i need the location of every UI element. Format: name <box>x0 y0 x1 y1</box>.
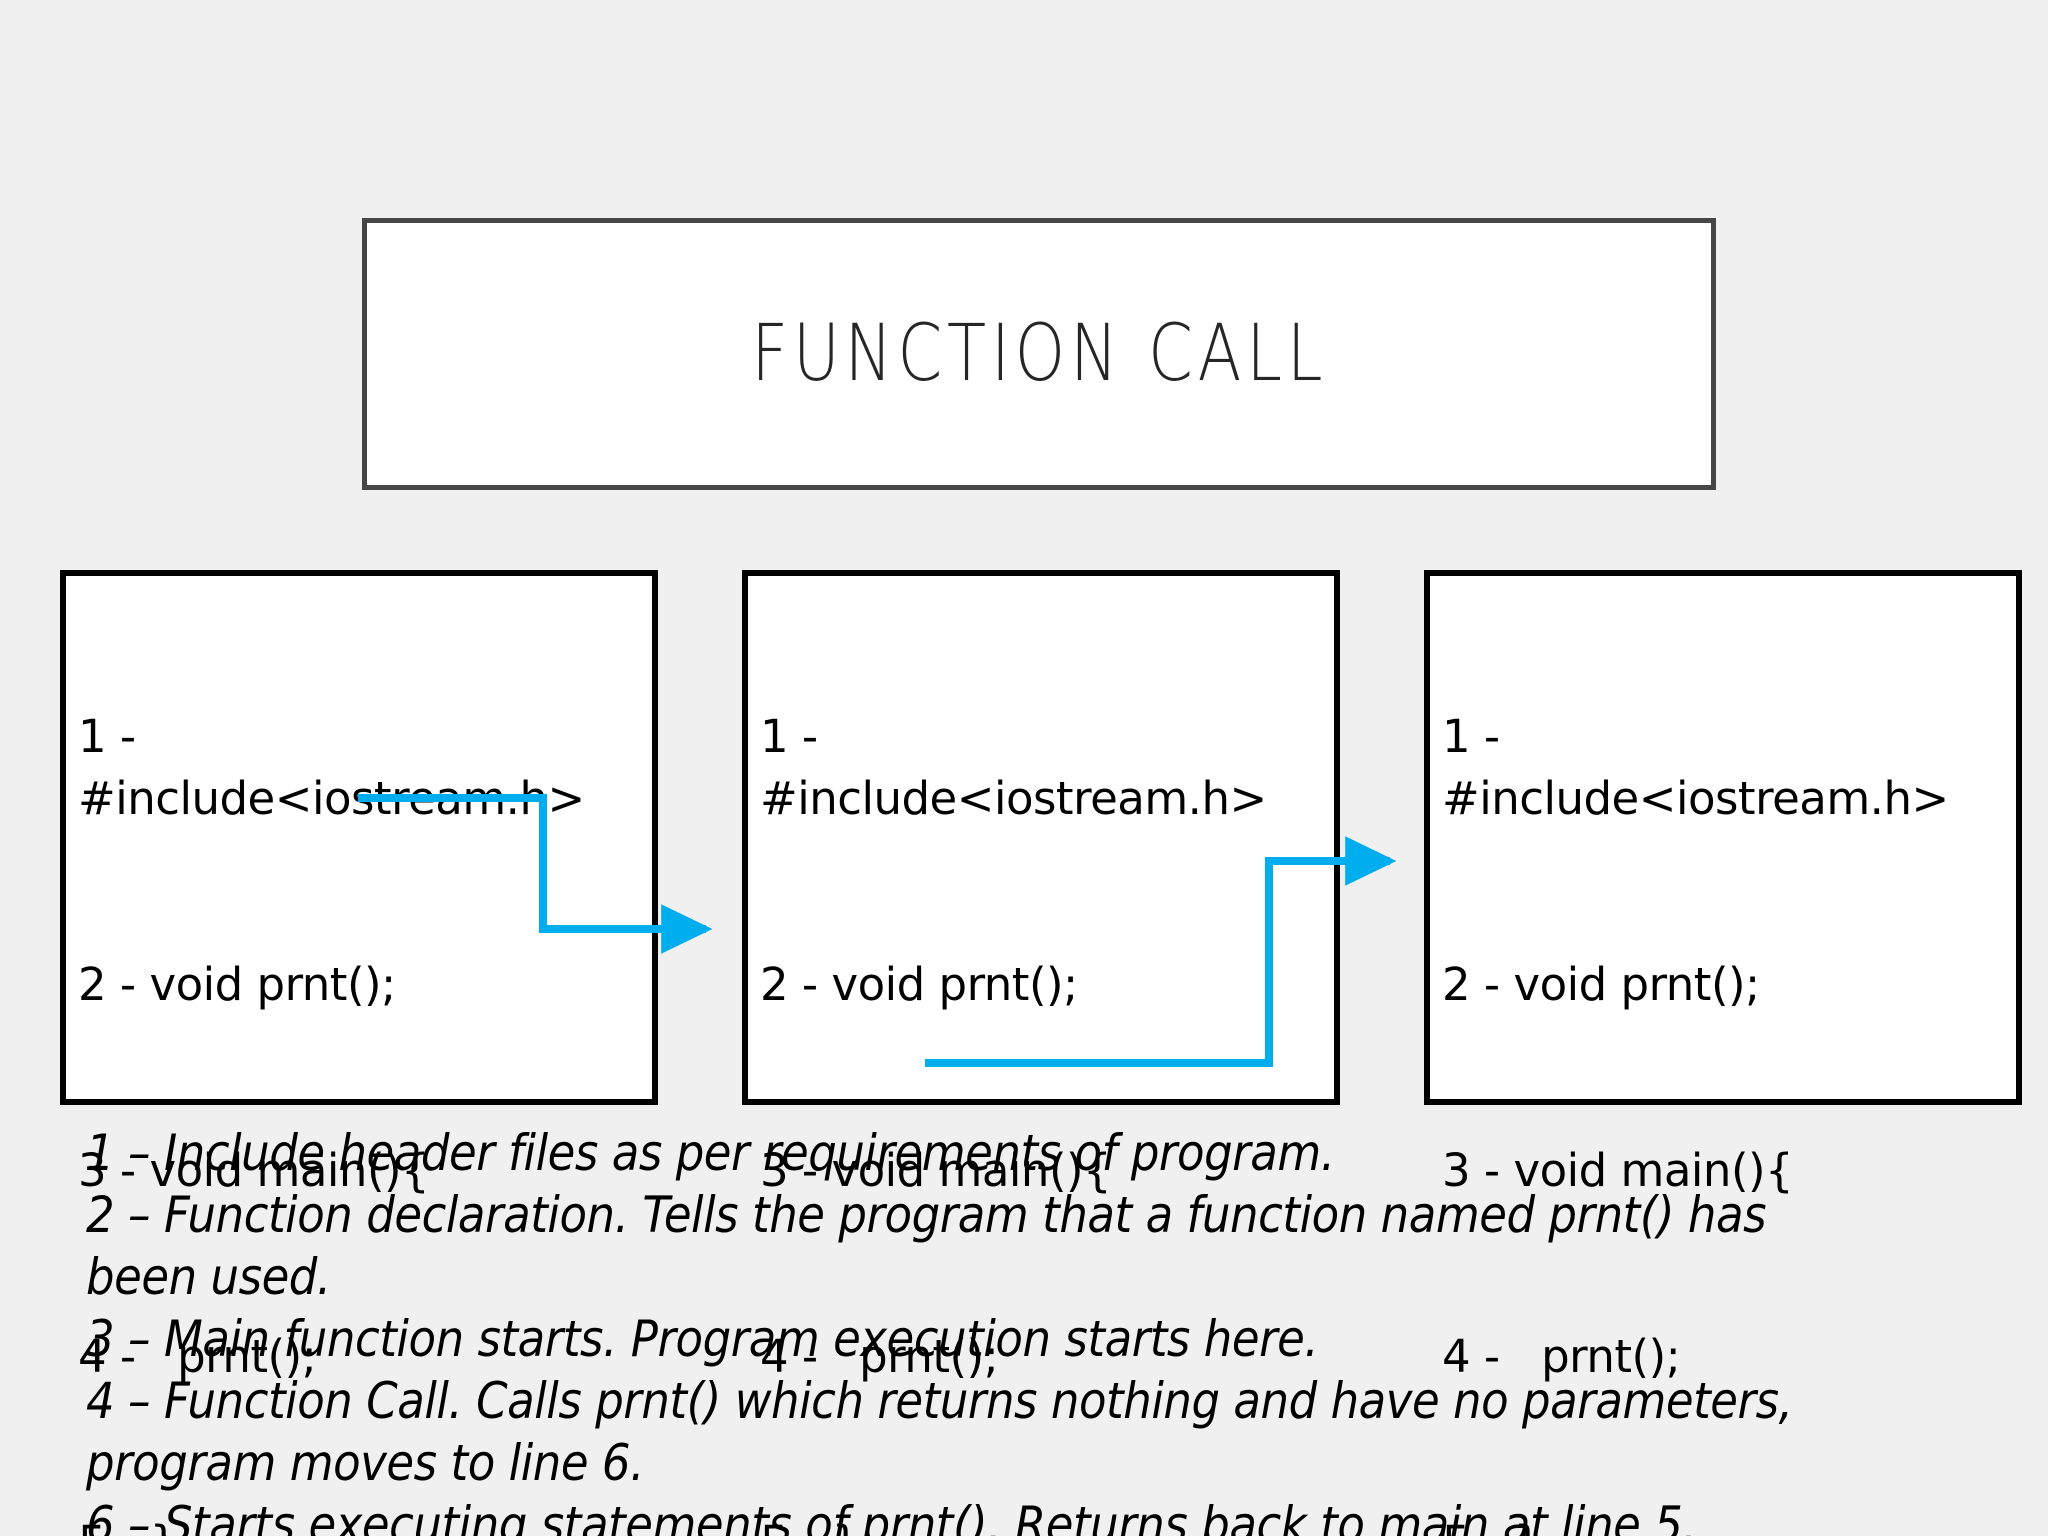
explanation-item-4: 4 – Function Call. Calls prnt() which re… <box>86 1372 1793 1492</box>
code-line-3: 3 - void main(){ <box>760 1144 1112 1197</box>
code-line-4: 4 - prnt(); <box>78 1330 317 1383</box>
code-line-5: 5 - } <box>760 1512 1360 1536</box>
code-panel-1: 1 -#include<iostream.h> 2 - void prnt();… <box>60 570 658 1536</box>
code-line-5: 5 - } <box>1442 1512 2042 1536</box>
code-line-4: 4 - prnt(); <box>760 1330 999 1383</box>
code-line-2: 2 - void prnt(); <box>1442 958 1760 1011</box>
code-line-1: 1 -#include<iostream.h> <box>1442 710 1949 825</box>
code-panel-2-lines: 1 -#include<iostream.h> 2 - void prnt();… <box>760 582 1360 1536</box>
code-line-4: 4 - prnt(); <box>1442 1330 1681 1383</box>
code-line-3: 3 - void main(){ <box>1442 1144 1794 1197</box>
code-line-3: 3 - void main(){ <box>78 1144 430 1197</box>
explanation-item-3: 3 – Main function starts. Program execut… <box>86 1310 1319 1368</box>
code-line-2: 2 - void prnt(); <box>760 958 1078 1011</box>
title-box: FUNCTION CALL <box>362 218 1716 490</box>
explanation-item-6: 6 – Starts executing statements of prnt(… <box>86 1496 1697 1536</box>
code-panel-3-lines: 1 -#include<iostream.h> 2 - void prnt();… <box>1442 582 2042 1536</box>
explanation-item-1: 1 – Include header files as per requirem… <box>86 1124 1335 1182</box>
explanation-item-2: 2 – Function declaration. Tells the prog… <box>86 1186 1767 1306</box>
page-title: FUNCTION CALL <box>750 309 1328 399</box>
code-line-2: 2 - void prnt(); <box>78 958 396 1011</box>
code-panel-1-lines: 1 -#include<iostream.h> 2 - void prnt();… <box>78 582 678 1536</box>
code-panel-3: 1 -#include<iostream.h> 2 - void prnt();… <box>1424 570 2022 1536</box>
code-line-1: 1 -#include<iostream.h> <box>760 710 1267 825</box>
code-line-5: 5 - } <box>78 1512 678 1536</box>
explanation-list: 1 – Include header files as per requirem… <box>86 1122 2006 1536</box>
code-panel-2: 1 -#include<iostream.h> 2 - void prnt();… <box>742 570 1340 1536</box>
code-line-1: 1 -#include<iostream.h> <box>78 710 585 825</box>
